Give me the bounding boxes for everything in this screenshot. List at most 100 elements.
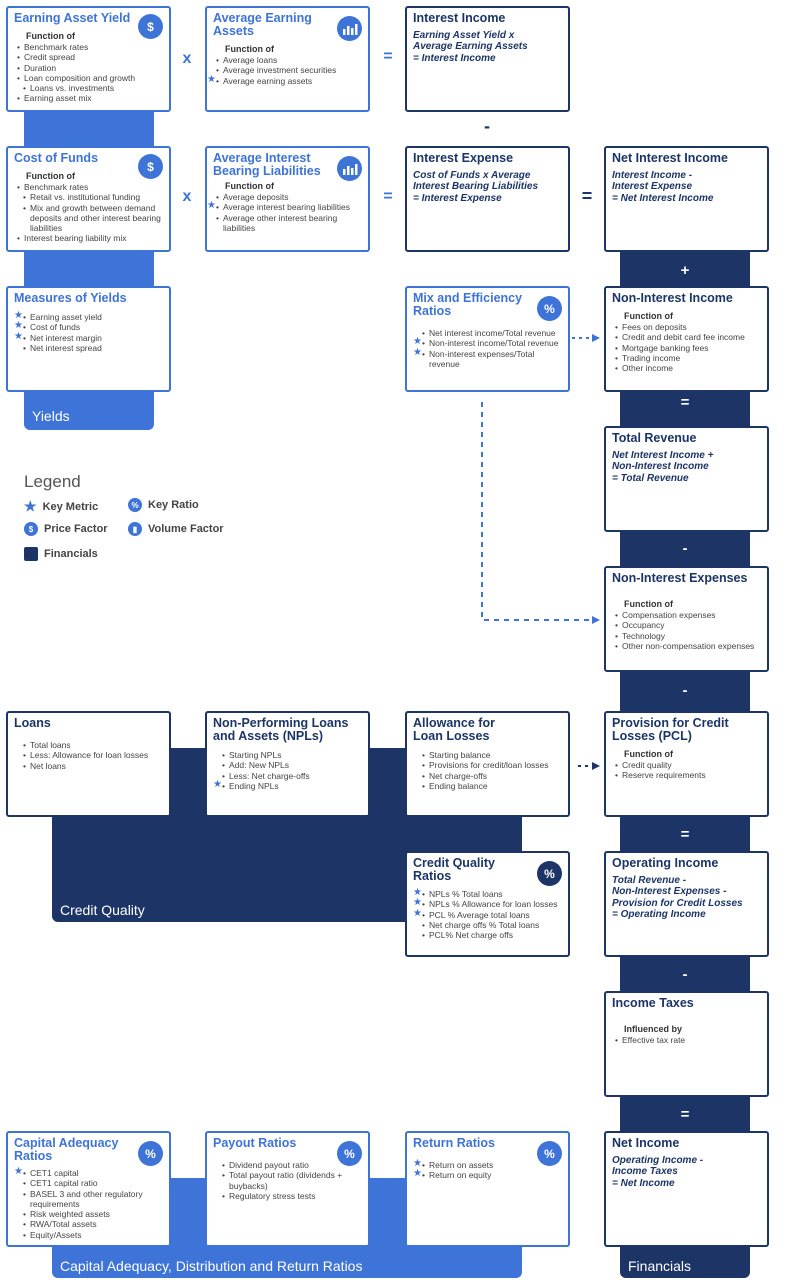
- legend-key-metric: ★Key Metric: [24, 498, 99, 514]
- list-item: Equity/Assets: [20, 1230, 163, 1241]
- list-item: Trading income: [612, 353, 761, 364]
- function-of-label: Function of: [225, 181, 274, 191]
- percent-icon: %: [138, 1141, 163, 1166]
- bar-chart-icon: [337, 16, 362, 41]
- bar-chart-icon: [337, 156, 362, 181]
- npl-card: Non-Performing Loans and Assets (NPLs) S…: [205, 711, 370, 817]
- list-item: Interest bearing liability mix: [14, 233, 163, 244]
- return-ratios-card: Return Ratios ★Return on assets ★Return …: [405, 1131, 570, 1247]
- non-interest-income-title: Non-Interest Income: [612, 291, 733, 305]
- list-item: Starting NPLs: [219, 750, 362, 761]
- cost-of-funds-list: Benchmark rates Retail vs. institutional…: [14, 182, 163, 244]
- list-item: Total loans: [20, 740, 163, 751]
- npl-title: Non-Performing Loans and Assets (NPLs): [213, 716, 349, 743]
- list-item: PCL% Net charge offs: [419, 930, 562, 941]
- net-income-card: Net Income Operating Income -Income Taxe…: [604, 1131, 769, 1247]
- capital-adequacy-list: ★CET1 capital CET1 capital ratio BASEL 3…: [14, 1166, 163, 1241]
- loans-title: Loans: [14, 716, 51, 730]
- allowance-list: Starting balance Provisions for credit/l…: [419, 750, 562, 791]
- equals-operator: =: [383, 48, 393, 65]
- earning-asset-yield-list: Benchmark rates Credit spread Duration L…: [14, 42, 163, 104]
- star-icon: ★: [213, 778, 222, 790]
- function-of-label: Function of: [26, 31, 75, 41]
- list-item: Risk weighted assets: [20, 1209, 163, 1220]
- legend-volume-factor: ▮Volume Factor: [128, 522, 224, 536]
- list-item: ★Average interest bearing liabilities: [207, 200, 362, 212]
- income-taxes-title: Income Taxes: [612, 996, 694, 1010]
- capital-adequacy-title: Capital Adequacy Ratios: [14, 1136, 119, 1163]
- percent-icon: %: [337, 1141, 362, 1166]
- net-income-title: Net Income: [612, 1136, 680, 1150]
- credit-quality-ratios-title: Credit Quality Ratios: [413, 856, 495, 883]
- list-item: CET1 capital ratio: [20, 1178, 163, 1189]
- total-revenue-card: Total Revenue Net Interest Income +Non-I…: [604, 426, 769, 532]
- list-item: ★Non-interest expenses/Total revenue: [413, 347, 562, 370]
- list-item: RWA/Total assets: [20, 1219, 163, 1230]
- function-of-label: Function of: [225, 44, 274, 54]
- function-of-label: Function of: [624, 311, 673, 321]
- list-item: ★Earning asset yield: [14, 310, 163, 322]
- non-interest-income-card: Non-Interest Income Function of Fees on …: [604, 286, 769, 392]
- mix-efficiency-title: Mix and Efficiency Ratios: [413, 291, 523, 318]
- list-item: Credit and debit card fee income: [612, 332, 761, 343]
- list-item: Technology: [612, 631, 761, 642]
- list-item: Dividend payout ratio: [219, 1160, 362, 1171]
- operating-income-card: Operating Income Total Revenue -Non-Inte…: [604, 851, 769, 957]
- list-item: ★Ending NPLs: [213, 779, 362, 791]
- list-item: ★Return on equity: [413, 1168, 562, 1180]
- star-icon: ★: [413, 897, 422, 909]
- capital-adequacy-ratios-card: Capital Adequacy Ratios ★CET1 capital CE…: [6, 1131, 171, 1247]
- total-revenue-formula: Net Interest Income +Non-Interest Income…: [612, 450, 714, 484]
- average-earning-assets-title: Average Earning Assets: [213, 11, 312, 38]
- minus-operator: -: [484, 116, 490, 136]
- legend-financials: Financials: [24, 547, 98, 561]
- payout-ratios-title: Payout Ratios: [213, 1136, 297, 1150]
- dollar-icon: $: [138, 154, 163, 179]
- list-item: Fees on deposits: [612, 322, 761, 333]
- equals-operator: =: [383, 188, 393, 205]
- allowance-title: Allowance for Loan Losses: [413, 716, 495, 743]
- star-icon: ★: [413, 1168, 422, 1180]
- average-interest-bearing-liabilities-card: Average Interest Bearing Liabilities Fun…: [205, 146, 370, 252]
- payout-ratios-card: Payout Ratios Dividend payout ratio Tota…: [205, 1131, 370, 1247]
- equals-operator: =: [581, 186, 593, 206]
- bar-chart-icon: ▮: [128, 522, 142, 536]
- legend-price-factor: $Price Factor: [24, 522, 108, 536]
- non-interest-expenses-title: Non-Interest Expenses: [612, 571, 748, 585]
- yields-band-label: Yields: [32, 408, 70, 424]
- list-item: Mix and growth between demand deposits a…: [14, 203, 163, 234]
- average-earning-assets-list: Average loans Average investment securit…: [207, 55, 362, 86]
- interest-expense-card: Interest Expense Cost of Funds x Average…: [405, 146, 570, 252]
- function-of-label: Function of: [26, 171, 75, 181]
- aibl-list: Average deposits ★Average interest beari…: [207, 192, 362, 233]
- list-item: Occupancy: [612, 620, 761, 631]
- equals-operator: =: [680, 826, 690, 843]
- financials-swatch: [24, 547, 38, 561]
- list-item: Net charge-offs: [419, 771, 562, 782]
- list-item: Less: Allowance for loan losses: [20, 750, 163, 761]
- dollar-icon: $: [24, 522, 38, 536]
- mix-efficiency-ratios-card: Mix and Efficiency Ratios Net interest i…: [405, 286, 570, 392]
- income-taxes-card: Income Taxes Influenced by Effective tax…: [604, 991, 769, 1097]
- list-item: Reserve requirements: [612, 770, 761, 781]
- minus-operator: -: [682, 966, 688, 983]
- star-icon: ★: [14, 320, 23, 332]
- percent-icon: %: [537, 296, 562, 321]
- list-item: Starting balance: [419, 750, 562, 761]
- list-item: ★Non-interest income/Total revenue: [413, 336, 562, 348]
- list-item: Earning asset mix: [14, 93, 163, 104]
- list-item: ★Cost of funds: [14, 320, 163, 332]
- income-taxes-list: Effective tax rate: [612, 1035, 761, 1046]
- star-icon: ★: [413, 336, 422, 348]
- cost-of-funds-card: Cost of Funds Function of Benchmark rate…: [6, 146, 171, 252]
- function-of-label: Function of: [624, 599, 673, 609]
- average-earning-assets-card: Average Earning Assets Function of Avera…: [205, 6, 370, 112]
- star-icon: ★: [207, 73, 216, 85]
- list-item: Compensation expenses: [612, 610, 761, 621]
- star-icon: ★: [14, 310, 23, 321]
- star-icon: ★: [413, 907, 422, 919]
- capital-band-label: Capital Adequacy, Distribution and Retur…: [60, 1258, 363, 1274]
- list-item: Less: Net charge-offs: [219, 771, 362, 782]
- list-item: Loan composition and growth: [14, 73, 163, 84]
